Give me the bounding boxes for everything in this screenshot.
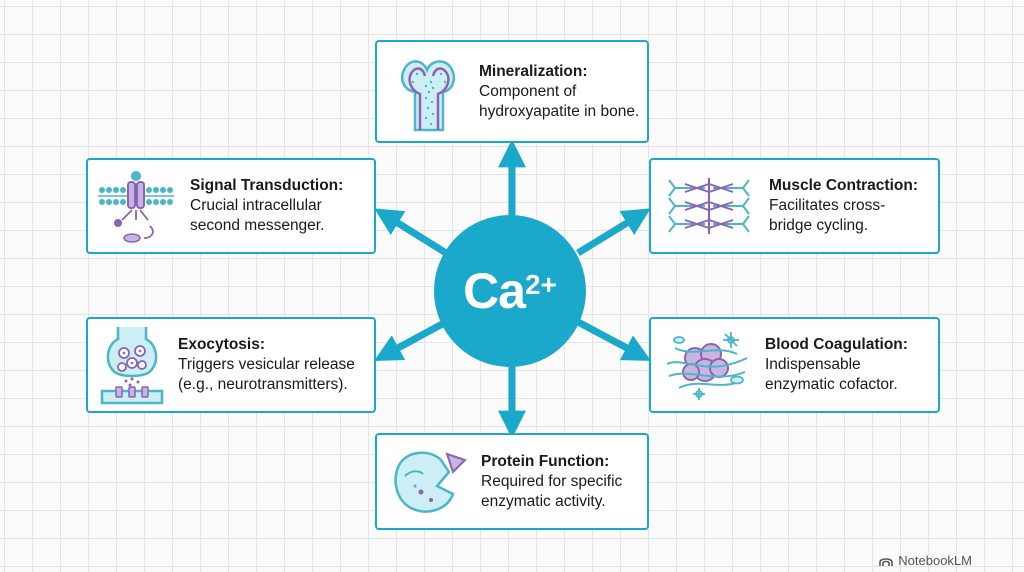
card-exocytosis: Exocytosis: Triggers vesicular release (… — [86, 317, 376, 413]
blood-desc-line-1: Indispensable — [765, 356, 861, 373]
signal-desc-line-1: Crucial intracellular — [190, 197, 322, 214]
protein-desc-line-1: Required for specific — [481, 472, 623, 490]
synapse-icon — [100, 327, 164, 405]
hub-charge: 2+ — [524, 269, 557, 300]
mineralization-desc-line-1: Component of — [479, 82, 577, 100]
card-signal-transduction: Signal Transduction: Crucial intracellul… — [86, 158, 376, 254]
notebooklm-watermark: NotebookLM — [878, 553, 972, 568]
arrow-to-signal-transduction — [374, 208, 448, 256]
mineralization-title: Mineralization: — [479, 62, 588, 80]
protein-title: Protein Function: — [481, 452, 610, 470]
hub-symbol: Ca — [463, 263, 526, 319]
watermark-label: NotebookLM — [898, 553, 972, 568]
protein-desc-line-2: enzymatic activity. — [481, 492, 606, 510]
mineralization-desc-line-2: hydroxyapatite in bone. — [479, 102, 640, 120]
membrane-receptor-icon — [98, 171, 174, 243]
arrow-to-blood-coagulation — [576, 318, 652, 361]
enzyme-icon — [394, 451, 467, 513]
card-blood-coagulation: Blood Coagulation: Indispensable enzymat… — [649, 317, 940, 413]
exocytosis-title: Exocytosis: — [178, 336, 266, 353]
signal-title: Signal Transduction: — [190, 177, 344, 194]
blood-title: Blood Coagulation: — [765, 336, 908, 353]
blood-clot-icon — [666, 332, 748, 400]
muscle-desc-line-2: bridge cycling. — [769, 217, 869, 234]
muscle-title: Muscle Contraction: — [769, 177, 918, 194]
arrow-to-muscle-contraction — [576, 208, 651, 256]
blood-desc-line-2: enzymatic cofactor. — [765, 376, 898, 393]
notebooklm-logo-icon — [879, 557, 894, 566]
card-muscle-contraction: Muscle Contraction: Facilitates cross- b… — [649, 158, 940, 254]
signal-desc-line-2: second messenger. — [190, 217, 325, 234]
card-mineralization: Mineralization: Component of hydroxyapat… — [375, 40, 649, 143]
bone-icon — [401, 59, 455, 131]
muscle-desc-line-1: Facilitates cross- — [769, 197, 886, 214]
exocytosis-desc-line-1: Triggers vesicular release — [178, 356, 355, 373]
card-protein-function: Protein Function: Required for specific … — [375, 433, 649, 530]
exocytosis-desc-line-2: (e.g., neurotransmitters). — [178, 376, 348, 393]
sarcomere-icon — [668, 178, 750, 234]
arrow-to-exocytosis — [373, 318, 448, 361]
